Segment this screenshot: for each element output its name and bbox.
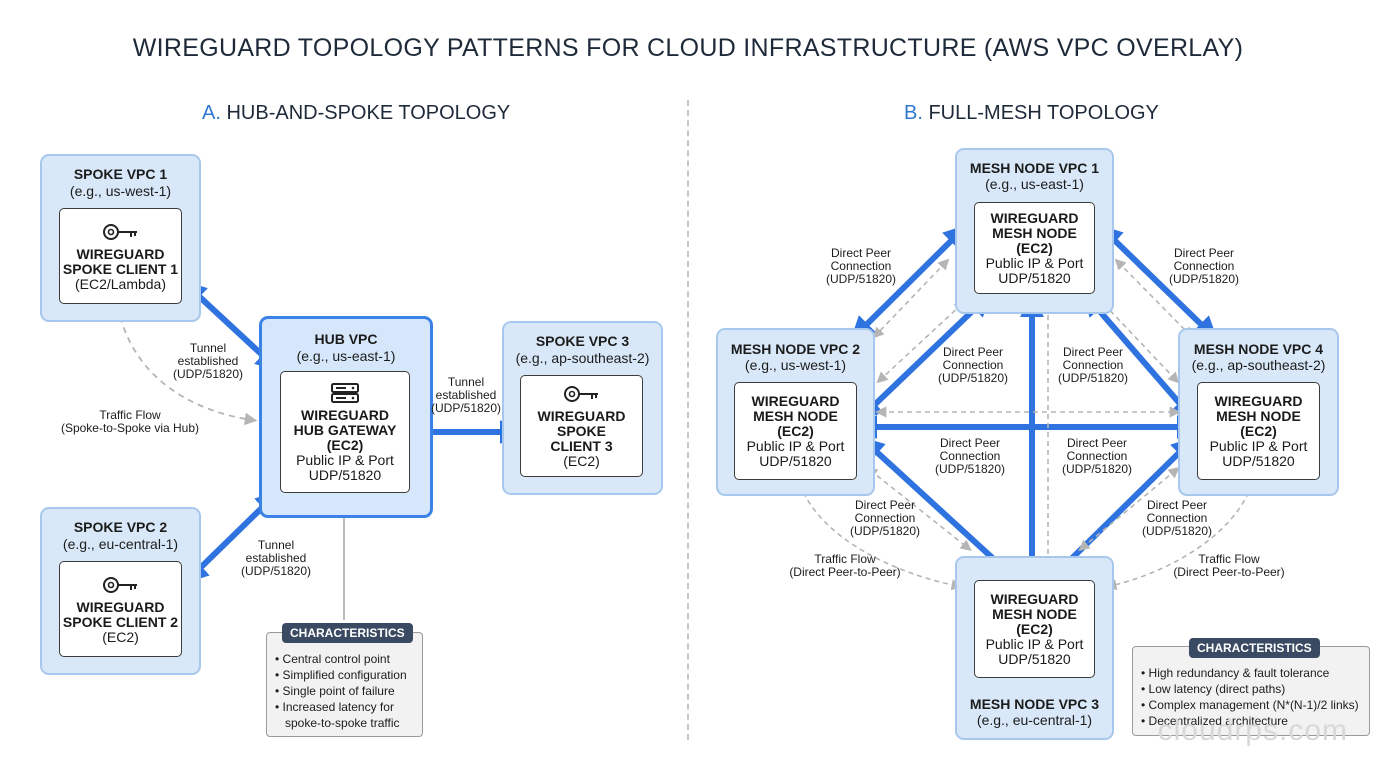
mesh-traffic-label-left: Traffic Flow(Direct Peer-to-Peer) xyxy=(789,552,901,579)
mesh-connections xyxy=(799,224,1253,591)
traffic-1-2-b xyxy=(876,300,966,384)
key-icon xyxy=(563,386,598,402)
key-icon xyxy=(102,223,137,240)
tunnel-label-1: Tunnel established (UDP/51820) xyxy=(172,341,244,381)
mesh-node-3: WIREGUARD MESH NODE (EC2) Public IP & Po… xyxy=(974,580,1095,678)
hub-spoke-connections xyxy=(117,280,524,620)
tunnel-spoke1-hub xyxy=(182,280,280,372)
tunnel-label-2: Tunnel established (UDP/51820) xyxy=(240,538,312,578)
section-divider xyxy=(687,100,689,740)
hub-vpc: HUB VPC (e.g., us-east-1) WIREGUARD HUB … xyxy=(259,316,433,518)
hub-characteristics-list: Central control point Simplified configu… xyxy=(275,651,416,731)
mesh-node-4: WIREGUARD MESH NODE (EC2) Public IP & Po… xyxy=(1197,382,1320,480)
server-icon xyxy=(331,382,359,403)
mesh-node-1: WIREGUARD MESH NODE (EC2) Public IP & Po… xyxy=(974,202,1095,294)
tunnel-label-3: Tunnel established (UDP/51820) xyxy=(430,375,502,415)
hub-gateway-node: WIREGUARD HUB GATEWAY (EC2) Public IP & … xyxy=(280,371,410,493)
tunnel-spoke2-hub xyxy=(184,490,280,584)
spoke-vpc-3: SPOKE VPC 3 (e.g., ap-southeast-2) WIREG… xyxy=(502,321,663,495)
traffic-4-3 xyxy=(1078,466,1180,552)
mesh-characteristics-list: High redundancy & fault tolerance Low la… xyxy=(1141,665,1363,729)
section-a-title: A. HUB-AND-SPOKE TOPOLOGY xyxy=(202,102,511,124)
traffic-flow-label: Traffic Flow (Spoke-to-Spoke via Hub) xyxy=(60,408,200,435)
page-title: WIREGUARD TOPOLOGY PATTERNS FOR CLOUD IN… xyxy=(132,34,1244,62)
mesh-node-2: WIREGUARD MESH NODE (EC2) Public IP & Po… xyxy=(734,382,857,480)
spoke-vpc-2: SPOKE VPC 2 (e.g., eu-central-1) WIREGUA… xyxy=(40,507,201,675)
spoke-client-2-node: WIREGUARD SPOKE CLIENT 2 (EC2) xyxy=(59,561,182,657)
mesh-vpc-4: MESH NODE VPC 4 (e.g., ap-southeast-2) W… xyxy=(1178,328,1339,496)
traffic-flow-left xyxy=(799,483,963,591)
hub-characteristics-box: CHARACTERISTICS Central control point Si… xyxy=(266,623,423,737)
spoke-vpc-1: SPOKE VPC 1 (e.g., us-west-1) WIREGUARD … xyxy=(40,154,201,322)
mesh-vpc-1: MESH NODE VPC 1 (e.g., us-east-1) WIREGU… xyxy=(955,148,1114,314)
traffic-flow-arrow xyxy=(117,305,258,426)
traffic-2-3 xyxy=(866,467,972,551)
section-b-title: B. FULL-MESH TOPOLOGY xyxy=(904,102,1159,124)
traffic-flow-right xyxy=(1105,483,1253,591)
mesh-vpc-2: MESH NODE VPC 2 (e.g., us-west-1) WIREGU… xyxy=(716,328,875,496)
mesh-vpc-3: WIREGUARD MESH NODE (EC2) Public IP & Po… xyxy=(955,556,1114,740)
spoke-client-1-node: WIREGUARD SPOKE CLIENT 1 (EC2/Lambda) xyxy=(59,208,182,304)
spoke-client-3-node: WIREGUARD SPOKE CLIENT 3 (EC2) xyxy=(520,375,643,477)
mesh-characteristics-box: CHARACTERISTICS High redundancy & fault … xyxy=(1132,638,1370,736)
watermark: cloudrps.com xyxy=(1157,714,1348,747)
mesh-traffic-label-right: Traffic Flow(Direct Peer-to-Peer) xyxy=(1173,552,1285,579)
key-icon xyxy=(102,576,137,593)
